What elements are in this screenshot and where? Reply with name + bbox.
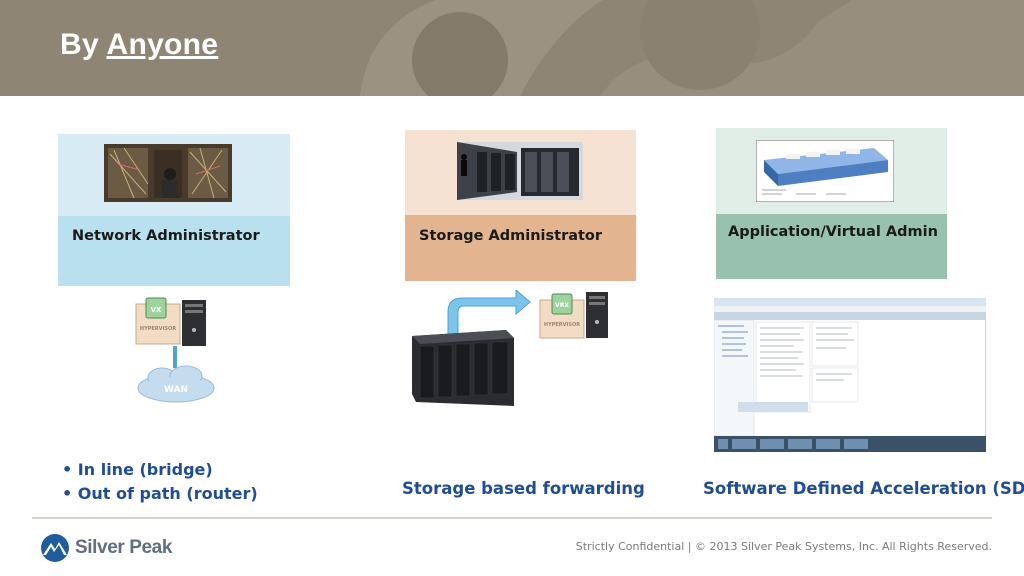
svg-text:WAN: WAN <box>164 385 188 395</box>
server-tower-icon <box>586 292 608 338</box>
storage-forwarding-caption: Storage based forwarding <box>402 479 645 498</box>
sda-caption: Software Defined Acceleration (SDA) <box>703 479 1024 498</box>
storage-admin-photo <box>457 142 583 200</box>
virtual-infrastructure-illustration <box>756 140 894 202</box>
brand-name: Silver Peak <box>75 537 173 558</box>
vrx-appliance-icon: VRX HYPERVISOR <box>539 293 585 339</box>
storage-admin-label: Storage Administrator <box>419 228 603 244</box>
svg-text:HYPERVISOR: HYPERVISOR <box>544 322 580 328</box>
deployment-mode-list: • In line (bridge) • Out of path (router… <box>62 458 258 506</box>
forwarding-arrow-icon <box>447 290 531 335</box>
slide-header: By Anyone <box>0 0 1024 96</box>
management-console-screenshot <box>714 298 986 452</box>
confidentiality-notice: Strictly Confidential | © 2013 Silver Pe… <box>575 540 992 553</box>
svg-text:VRX: VRX <box>555 302 569 309</box>
wan-cloud-icon: WAN <box>137 365 215 403</box>
network-admin-label: Network Administrator <box>72 228 260 244</box>
server-tower-icon <box>182 300 206 346</box>
vx-appliance-icon: VX HYPERVISOR <box>135 297 181 345</box>
svg-text:HYPERVISOR: HYPERVISOR <box>140 326 176 332</box>
list-item: • Out of path (router) <box>62 484 258 503</box>
storage-forwarding-diagram: VRX HYPERVISOR <box>412 290 608 406</box>
slide-title: By Anyone <box>60 28 219 61</box>
app-virtual-admin-card: Application/Virtual Admin <box>716 128 947 279</box>
vx-wan-diagram: VX HYPERVISOR WAN <box>135 297 215 403</box>
app-virtual-admin-label: Application/Virtual Admin <box>728 224 938 240</box>
storage-array-icon <box>412 330 514 406</box>
silver-peak-logo-icon <box>41 534 69 562</box>
list-item: • In line (bridge) <box>62 460 213 479</box>
header-decoration <box>360 0 1024 96</box>
footer-divider <box>32 517 992 519</box>
storage-admin-card: Storage Administrator <box>405 130 636 281</box>
network-admin-card: Network Administrator <box>58 134 290 286</box>
svg-text:VX: VX <box>151 306 162 314</box>
network-admin-photo <box>104 144 232 202</box>
